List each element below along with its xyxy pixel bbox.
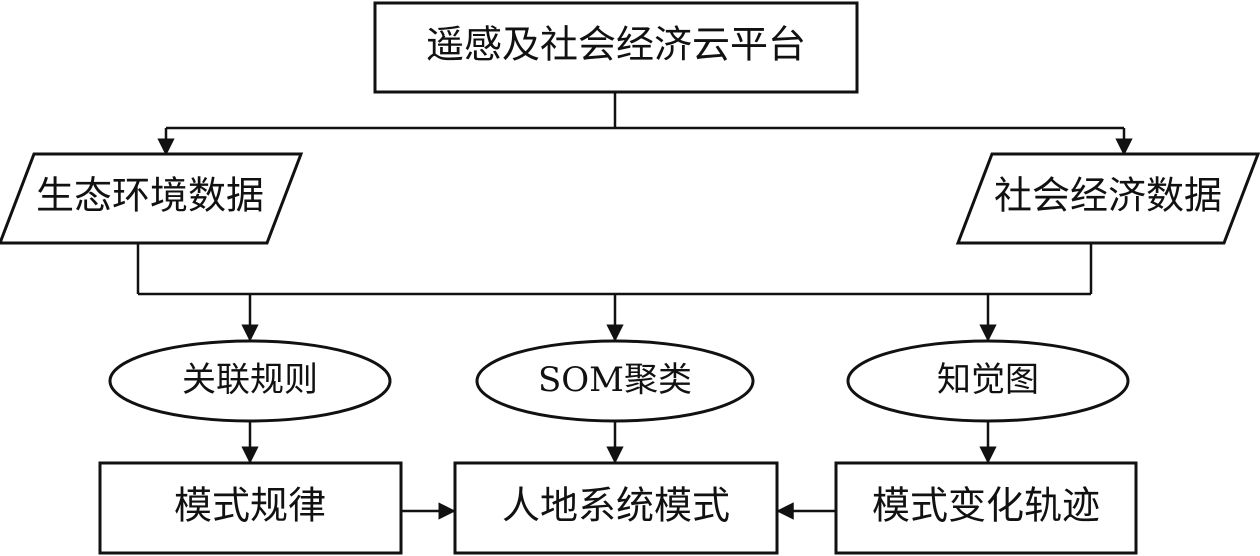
hum-env-node: 人地系统模式 [453, 461, 779, 555]
cog-map-label: 知觉图 [937, 360, 1039, 400]
som-label: SOM聚类 [538, 360, 692, 400]
eco-data-label: 生态环境数据 [36, 174, 264, 218]
connectors [136, 92, 1133, 520]
som-node: SOM聚类 [475, 339, 755, 423]
eco-data-node: 生态环境数据 [0, 152, 304, 245]
assoc-rules-label: 关联规则 [182, 360, 318, 400]
cog-map-node: 知觉图 [846, 339, 1130, 423]
hum-env-label: 人地系统模式 [502, 484, 730, 528]
pattern-rules-label: 模式规律 [174, 484, 326, 528]
socio-data-label: 社会经济数据 [994, 174, 1222, 218]
socio-data-node: 社会经济数据 [955, 152, 1260, 245]
platform-node: 遥感及社会经济云平台 [373, 1, 859, 94]
pattern-rules-node: 模式规律 [98, 461, 403, 555]
trajectory-node: 模式变化轨迹 [834, 461, 1138, 555]
assoc-rules-node: 关联规则 [108, 339, 392, 423]
trajectory-label: 模式变化轨迹 [872, 484, 1100, 528]
platform-label: 遥感及社会经济云平台 [426, 23, 806, 67]
